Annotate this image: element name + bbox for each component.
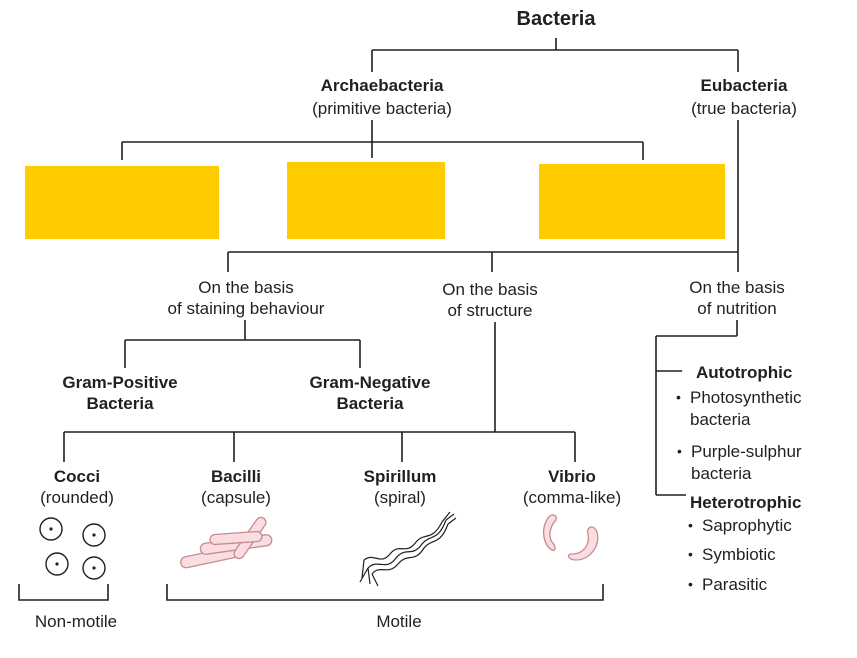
bacilli-illustration — [180, 516, 273, 569]
heterotrophic-heading: Heterotrophic — [690, 493, 802, 512]
gram-negative-line2: Bacteria — [336, 394, 404, 413]
auto-item-2-line2: bacteria — [691, 464, 752, 483]
spirillum-illustration — [359, 511, 457, 587]
shape-spirillum-desc: (spiral) — [374, 488, 426, 507]
gram-negative-line1: Gram-Negative — [309, 373, 431, 392]
answer-box-3 — [539, 164, 725, 239]
hetero-item-1: Saprophytic — [702, 516, 792, 535]
shape-cocci-name: Cocci — [53, 467, 101, 486]
bullet: • — [688, 517, 693, 533]
basis-nutrition-line2: of nutrition — [697, 299, 777, 318]
bullet: • — [677, 443, 682, 459]
shape-bacilli-desc: (capsule) — [201, 488, 271, 507]
cocci-illustration — [39, 517, 106, 580]
archaebacteria-desc: (primitive bacteria) — [312, 99, 452, 118]
basis-staining-line2: of staining behaviour — [167, 299, 325, 318]
eubacteria-desc: (true bacteria) — [691, 99, 797, 118]
archaebacteria-name: Archaebacteria — [320, 76, 444, 95]
answer-box-2 — [287, 162, 445, 239]
vibrio-illustration — [542, 514, 599, 561]
gram-positive-line1: Gram-Positive — [62, 373, 178, 392]
diagram-title: Bacteria — [516, 8, 596, 30]
basis-staining-line1: On the basis — [198, 278, 294, 297]
basis-structure-line2: of structure — [447, 301, 533, 320]
basis-nutrition-line1: On the basis — [689, 278, 785, 297]
motile-label: Motile — [376, 612, 422, 631]
gram-positive-line2: Bacteria — [86, 394, 154, 413]
hetero-item-2: Symbiotic — [702, 545, 776, 564]
answer-box-1 — [25, 166, 219, 239]
bullet: • — [676, 389, 681, 405]
shape-cocci-desc: (rounded) — [40, 488, 114, 507]
shape-vibrio-desc: (comma-like) — [522, 488, 622, 507]
non-motile-label: Non-motile — [34, 612, 118, 631]
auto-item-2-line1: Purple-sulphur — [691, 442, 802, 461]
bullet: • — [688, 576, 693, 592]
basis-structure-line1: On the basis — [442, 280, 538, 299]
shape-spirillum-name: Spirillum — [363, 467, 437, 486]
auto-item-1-line1: Photosynthetic — [690, 388, 802, 407]
eubacteria-name: Eubacteria — [700, 76, 788, 95]
hetero-item-3: Parasitic — [702, 575, 768, 594]
bullet: • — [688, 546, 693, 562]
autotrophic-heading: Autotrophic — [696, 363, 793, 382]
auto-item-1-line2: bacteria — [690, 410, 751, 429]
shape-vibrio-name: Vibrio — [548, 467, 596, 486]
shape-bacilli-name: Bacilli — [210, 467, 262, 486]
